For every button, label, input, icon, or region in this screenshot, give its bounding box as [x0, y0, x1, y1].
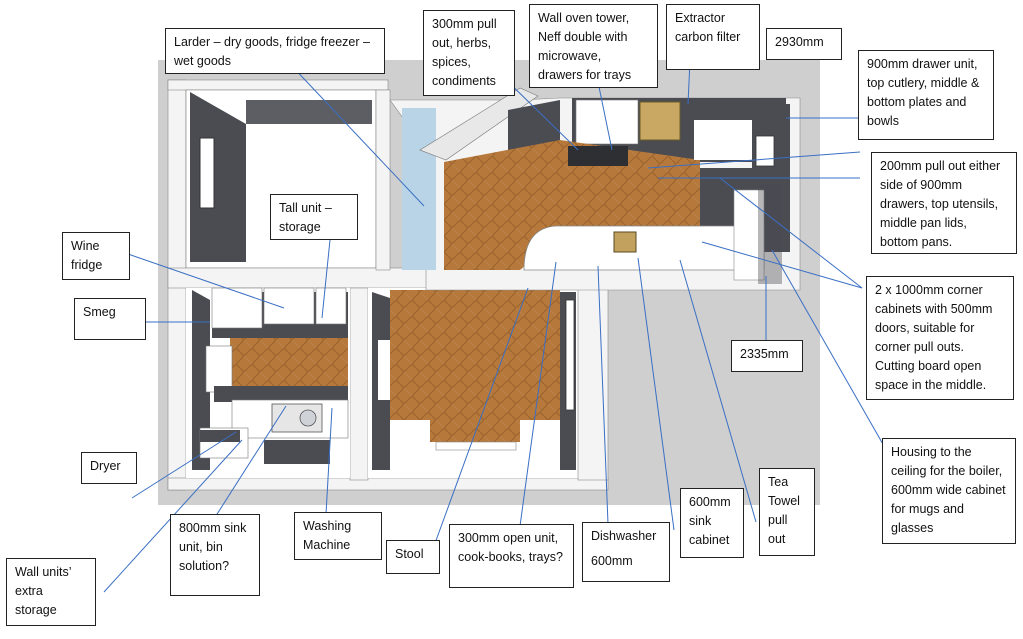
- label-dim-2335: 2335mm: [731, 340, 803, 372]
- label-dryer: Dryer: [81, 452, 137, 484]
- label-stool: Stool: [386, 540, 440, 574]
- divider-wall-vertical: [349, 287, 369, 481]
- utility-room: [186, 287, 350, 478]
- middle-room: [368, 288, 578, 478]
- label-tea-towel: Tea Towel pull out: [759, 468, 815, 556]
- label-pullout300: 300mm pull out, herbs, spices, condiment…: [423, 10, 515, 96]
- label-larder: Larder – dry goods, fridge freezer – wet…: [165, 28, 385, 74]
- outer-wall-bottom: [167, 477, 609, 491]
- larder-room: [185, 89, 377, 269]
- label-dishwasher: Dishwasher 600mm: [582, 522, 670, 582]
- label-extractor: Extractor carbon filter: [666, 4, 760, 70]
- label-boiler: Housing to the ceiling for the boiler, 6…: [882, 438, 1016, 544]
- label-sink-cabinet: 600mm sink cabinet: [680, 488, 744, 558]
- label-washing-machine: Washing Machine: [294, 512, 382, 560]
- label-tall-unit: Tall unit – storage: [270, 194, 358, 240]
- label-oven-tower: Wall oven tower, Neff double with microw…: [529, 4, 658, 88]
- dishwasher-name: Dishwasher: [591, 529, 657, 543]
- label-wall-units: Wall units’ extra storage: [6, 558, 96, 626]
- label-sink800: 800mm sink unit, bin solution?: [170, 514, 260, 596]
- label-drawer900: 900mm drawer unit, top cutlery, middle &…: [858, 50, 994, 140]
- outer-wall-top: [167, 79, 389, 91]
- label-smeg: Smeg: [74, 298, 146, 340]
- kitchen-room: [389, 87, 801, 291]
- larder-wall-right: [375, 89, 391, 271]
- dishwasher-size: 600mm: [591, 554, 633, 568]
- label-wine-fridge: Wine fridge: [62, 232, 130, 280]
- label-corner-cabinets: 2 x 1000mm corner cabinets with 500mm do…: [866, 276, 1014, 400]
- label-open-unit300: 300mm open unit, cook-books, trays?: [449, 524, 574, 588]
- middle-room-wall-right: [577, 287, 609, 481]
- label-dim-2930: 2930mm: [766, 28, 842, 60]
- label-pullout200: 200mm pull out either side of 900mm draw…: [871, 152, 1017, 254]
